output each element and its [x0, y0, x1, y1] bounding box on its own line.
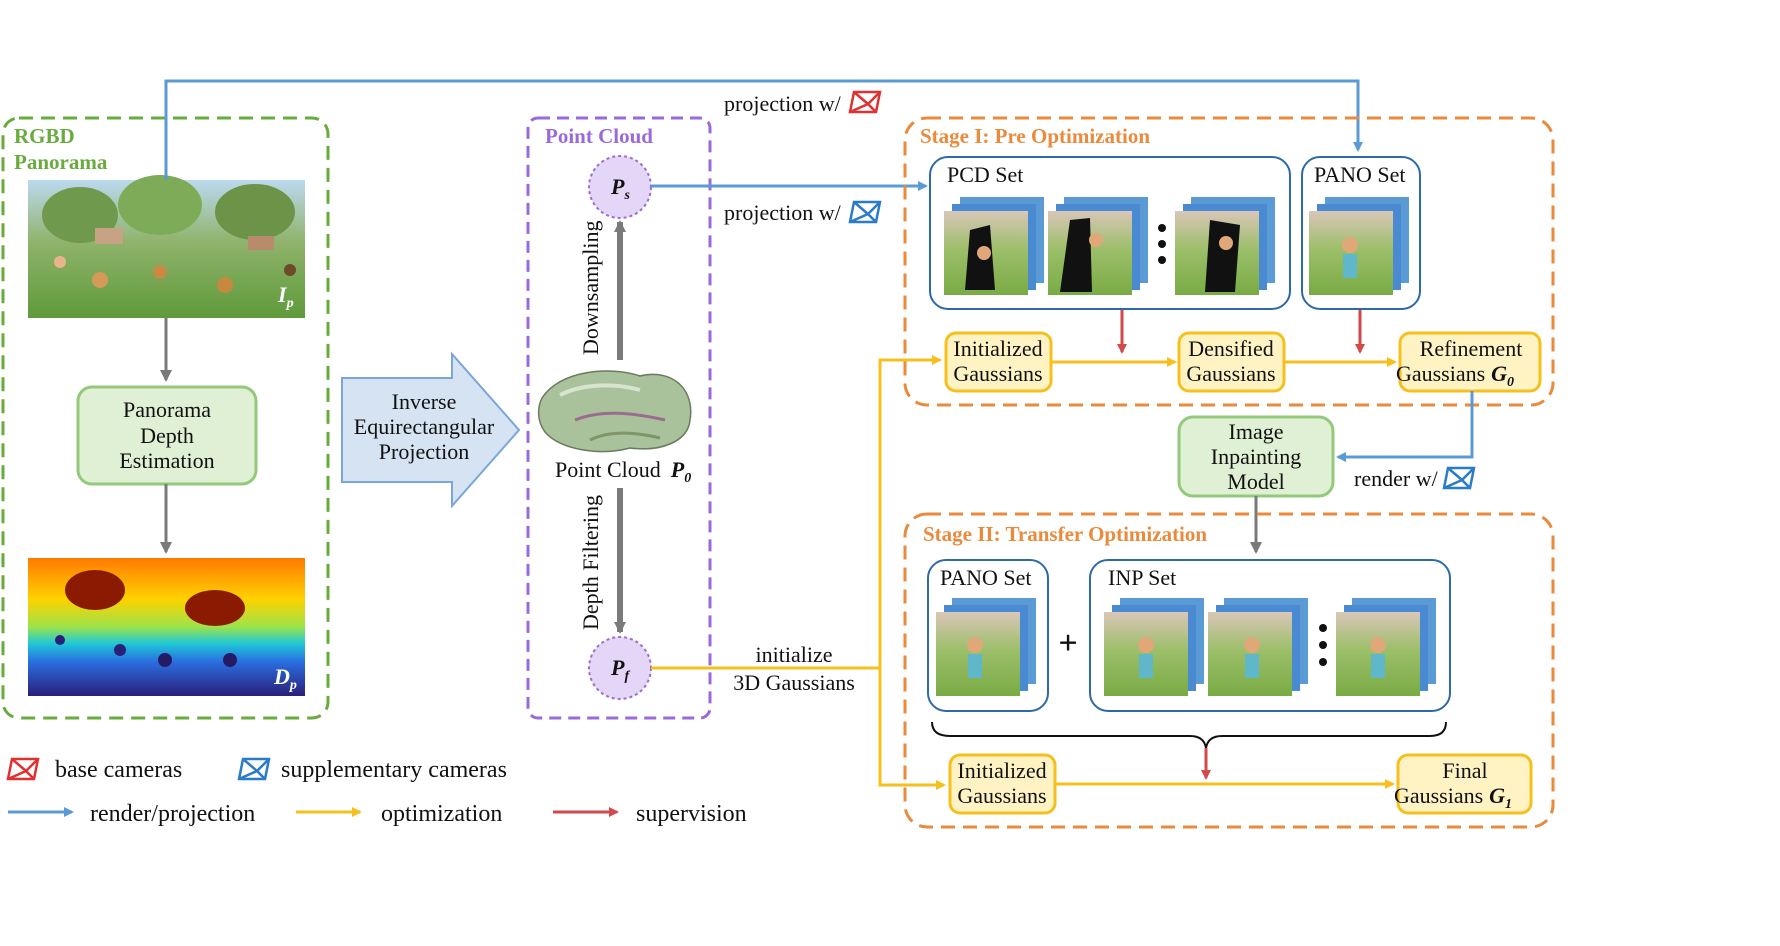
initialized-gaussians-line1-stage2: Initialized	[957, 758, 1046, 783]
render-camera-icon	[1442, 466, 1476, 490]
legend-supplementary-camera-icon	[237, 757, 271, 781]
render-supp-label: render w/	[1354, 466, 1439, 491]
pcd-image-stack-2	[1048, 197, 1148, 295]
rgbd-title-line1: RGBD	[14, 124, 75, 148]
initialized-gaussians-line1-stage1: Initialized	[953, 336, 1042, 361]
inp-image-stack-2	[1208, 598, 1308, 696]
rgbd-title-line2: Panorama	[14, 150, 108, 174]
inverse-projection-line1: Inverse	[392, 389, 457, 414]
densified-gaussians-line1: Densified	[1188, 336, 1274, 361]
pf-label: Pf	[610, 655, 630, 684]
legend-base-camera-icon	[6, 757, 40, 781]
inpainting-line3: Model	[1227, 469, 1284, 494]
panorama-image	[28, 175, 305, 318]
supplementary-camera-icon	[848, 200, 882, 224]
inpainting-line1: Image	[1229, 419, 1284, 444]
depth-map-label: Dp	[273, 664, 297, 693]
arrow-pano-to-pano-set	[164, 79, 1363, 180]
base-camera-icon	[848, 90, 882, 114]
pano-set-label-stage1: PANO Set	[1314, 162, 1406, 187]
projection-base-label: projection w/	[724, 91, 842, 116]
arrow-pf-initialize	[651, 355, 942, 670]
point-cloud-panel	[526, 116, 712, 720]
inp-ellipsis	[1319, 624, 1327, 666]
pano-image-stack-stage2	[936, 598, 1036, 696]
refinement-gaussians-line1: Refinement	[1420, 336, 1523, 361]
stage2-panel	[903, 512, 1555, 829]
depth-estimation-line1: Panorama	[123, 397, 211, 422]
arrow-refinement-render	[1336, 391, 1474, 462]
stage1-panel	[903, 116, 1555, 407]
inp-image-stack-3	[1336, 598, 1436, 696]
pcd-image-stack-3	[1175, 197, 1275, 295]
inp-set-label: INP Set	[1108, 565, 1176, 590]
depth-map-image	[28, 558, 305, 696]
legend-supervision: supervision	[636, 801, 747, 827]
initialized-gaussians-line2-stage1: Gaussians	[953, 361, 1042, 386]
arrow-pf-initialize-stage2	[878, 668, 946, 790]
refinement-gaussians-box	[1398, 331, 1542, 393]
pcd-ellipsis	[1158, 224, 1166, 264]
pcd-set-label: PCD Set	[947, 162, 1023, 187]
densified-gaussians-line2: Gaussians	[1186, 361, 1275, 386]
depth-filtering-label: Depth Filtering	[578, 495, 603, 630]
stage1-title: Stage I: Pre Optimization	[920, 124, 1150, 148]
legend-render-projection: render/projection	[90, 801, 255, 827]
projection-supp-label: projection w/	[724, 200, 842, 225]
legend-optimization: optimization	[381, 801, 502, 827]
pano-set-label-stage2: PANO Set	[940, 565, 1032, 590]
initialize-line2: 3D Gaussians	[733, 670, 855, 695]
final-gaussians-box	[1396, 753, 1533, 815]
legend-base-cameras: base cameras	[55, 757, 182, 783]
plus-sign: +	[1058, 625, 1077, 662]
point-cloud-blob	[537, 370, 692, 453]
depth-estimation-line2: Depth	[140, 423, 194, 448]
inverse-projection-line3: Projection	[379, 439, 469, 464]
downsampling-label: Downsampling	[578, 221, 603, 355]
inp-image-stack-1	[1104, 598, 1204, 696]
inverse-projection-arrow	[341, 351, 521, 509]
stage2-title: Stage II: Transfer Optimization	[923, 522, 1207, 546]
panorama-label: Ip	[277, 282, 294, 311]
inverse-projection-line2: Equirectangular	[354, 414, 495, 439]
inpainting-line2: Inpainting	[1211, 444, 1301, 469]
ps-label: Ps	[610, 174, 630, 203]
sets-brace	[931, 721, 1447, 749]
initialize-line1: initialize	[756, 642, 833, 667]
initialized-gaussians-line2-stage2: Gaussians	[957, 783, 1046, 808]
depth-estimation-line3: Estimation	[119, 448, 214, 473]
pano-image-stack-stage1	[1309, 197, 1409, 295]
legend-supplementary-cameras: supplementary cameras	[281, 757, 507, 783]
pcd-image-stack-1	[944, 197, 1044, 295]
point-cloud-title: Point Cloud	[545, 124, 653, 148]
final-gaussians-line1: Final	[1442, 758, 1487, 783]
rgbd-panel	[1, 116, 330, 720]
